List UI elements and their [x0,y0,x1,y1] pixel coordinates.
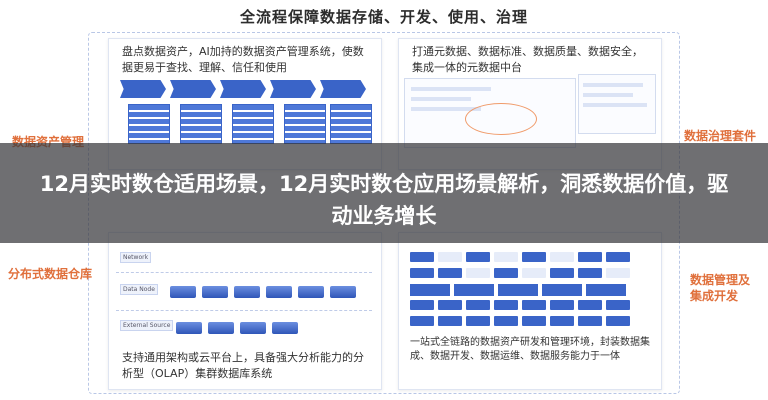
grid-cell [410,268,434,278]
grid-cell [438,268,462,278]
server [170,286,196,298]
grid-cell [550,268,574,278]
asset-column [284,104,326,144]
layer-divider [116,272,372,273]
grid-cell [578,268,602,278]
asset-column [330,104,372,144]
asset-column [180,104,222,144]
flow-step [120,80,166,98]
grid-cell [578,316,602,326]
flow-step [220,80,266,98]
flow-step [270,80,316,98]
warehouse-description: 支持通用架构或云平台上，具备强大分析能力的分析型（OLAP）集群数据库系统 [122,351,364,380]
grid-cell [494,268,518,278]
title-banner [0,143,768,243]
grid-cell [578,300,602,310]
dev-grid-row [410,316,630,326]
module-header [542,284,582,296]
flow-step [170,80,216,98]
ui-row [583,103,647,107]
server [266,286,292,298]
server [330,286,356,298]
module-header [454,284,494,296]
module-header [498,284,538,296]
server [176,322,202,334]
side-label-governance-suite: 数据治理套件 [684,129,757,143]
asset-column [232,104,274,144]
metadata-detail-screenshot [578,74,656,134]
ui-row [583,93,633,97]
flow-step [320,80,366,98]
module-header [586,284,626,296]
server [272,322,298,334]
ui-row [411,97,471,101]
grid-cell [410,300,434,310]
grid-cell [410,316,434,326]
grid-cell [438,316,462,326]
grid-cell [466,252,490,262]
server [208,322,234,334]
layer-label: Network [120,252,152,263]
grid-cell [522,300,546,310]
asset-column [128,104,170,144]
dev-grid-row [410,300,630,310]
grid-cell [522,316,546,326]
grid-cell [606,316,630,326]
asset-mgmt-description: 盘点数据资产，AI加持的数据资产管理系统，使数据更易于查找、理解、信任和使用 [122,45,364,74]
server [202,286,228,298]
module-header [410,284,450,296]
warehouse-panel [108,232,382,390]
grid-cell [550,316,574,326]
grid-cell [578,252,602,262]
grid-cell [494,300,518,310]
server [234,286,260,298]
highlight-ellipse [465,103,537,135]
grid-cell [438,252,462,262]
data-node-servers [170,286,356,298]
grid-cell [606,300,630,310]
grid-cell [466,316,490,326]
layer-divider [116,310,372,311]
grid-cell [410,252,434,262]
grid-cell [606,268,630,278]
metadata-screenshot [404,78,576,148]
ui-row [583,83,643,87]
layer-label: Data Node [120,284,158,295]
page-title: 全流程保障数据存储、开发、使用、治理 [239,8,528,26]
governance-description: 打通元数据、数据标准、数据质量、数据安全，集成一体的元数据中台 [412,45,643,74]
dev-grid-row [410,268,630,278]
server [298,286,324,298]
side-label-mgmt-integration: 数据管理及集成开发 [690,273,751,303]
asset-flow-diagram [120,80,366,98]
grid-cell [550,252,574,262]
grid-cell [494,252,518,262]
grid-cell [550,300,574,310]
dev-header-row [410,284,626,296]
dev-mgmt-description: 一站式全链路的数据资产研发和管理环境，封装数据集成、数据开发、数据运维、数据服务… [410,337,650,362]
side-label-dist-warehouse: 分布式数据仓库 [8,267,93,281]
dev-grid-row [410,252,630,262]
ui-row [411,107,481,111]
grid-cell [494,316,518,326]
grid-cell [466,268,490,278]
banner-headline: 12月实时数仓适用场景，12月实时数仓应用场景解析，洞悉数据价值，驱动业务增长 [39,172,729,228]
grid-cell [522,268,546,278]
grid-cell [438,300,462,310]
grid-cell [522,252,546,262]
grid-cell [466,300,490,310]
ui-row [411,87,491,91]
grid-cell [606,252,630,262]
source-servers [176,322,298,334]
server [240,322,266,334]
layer-label: External Source [120,320,174,331]
